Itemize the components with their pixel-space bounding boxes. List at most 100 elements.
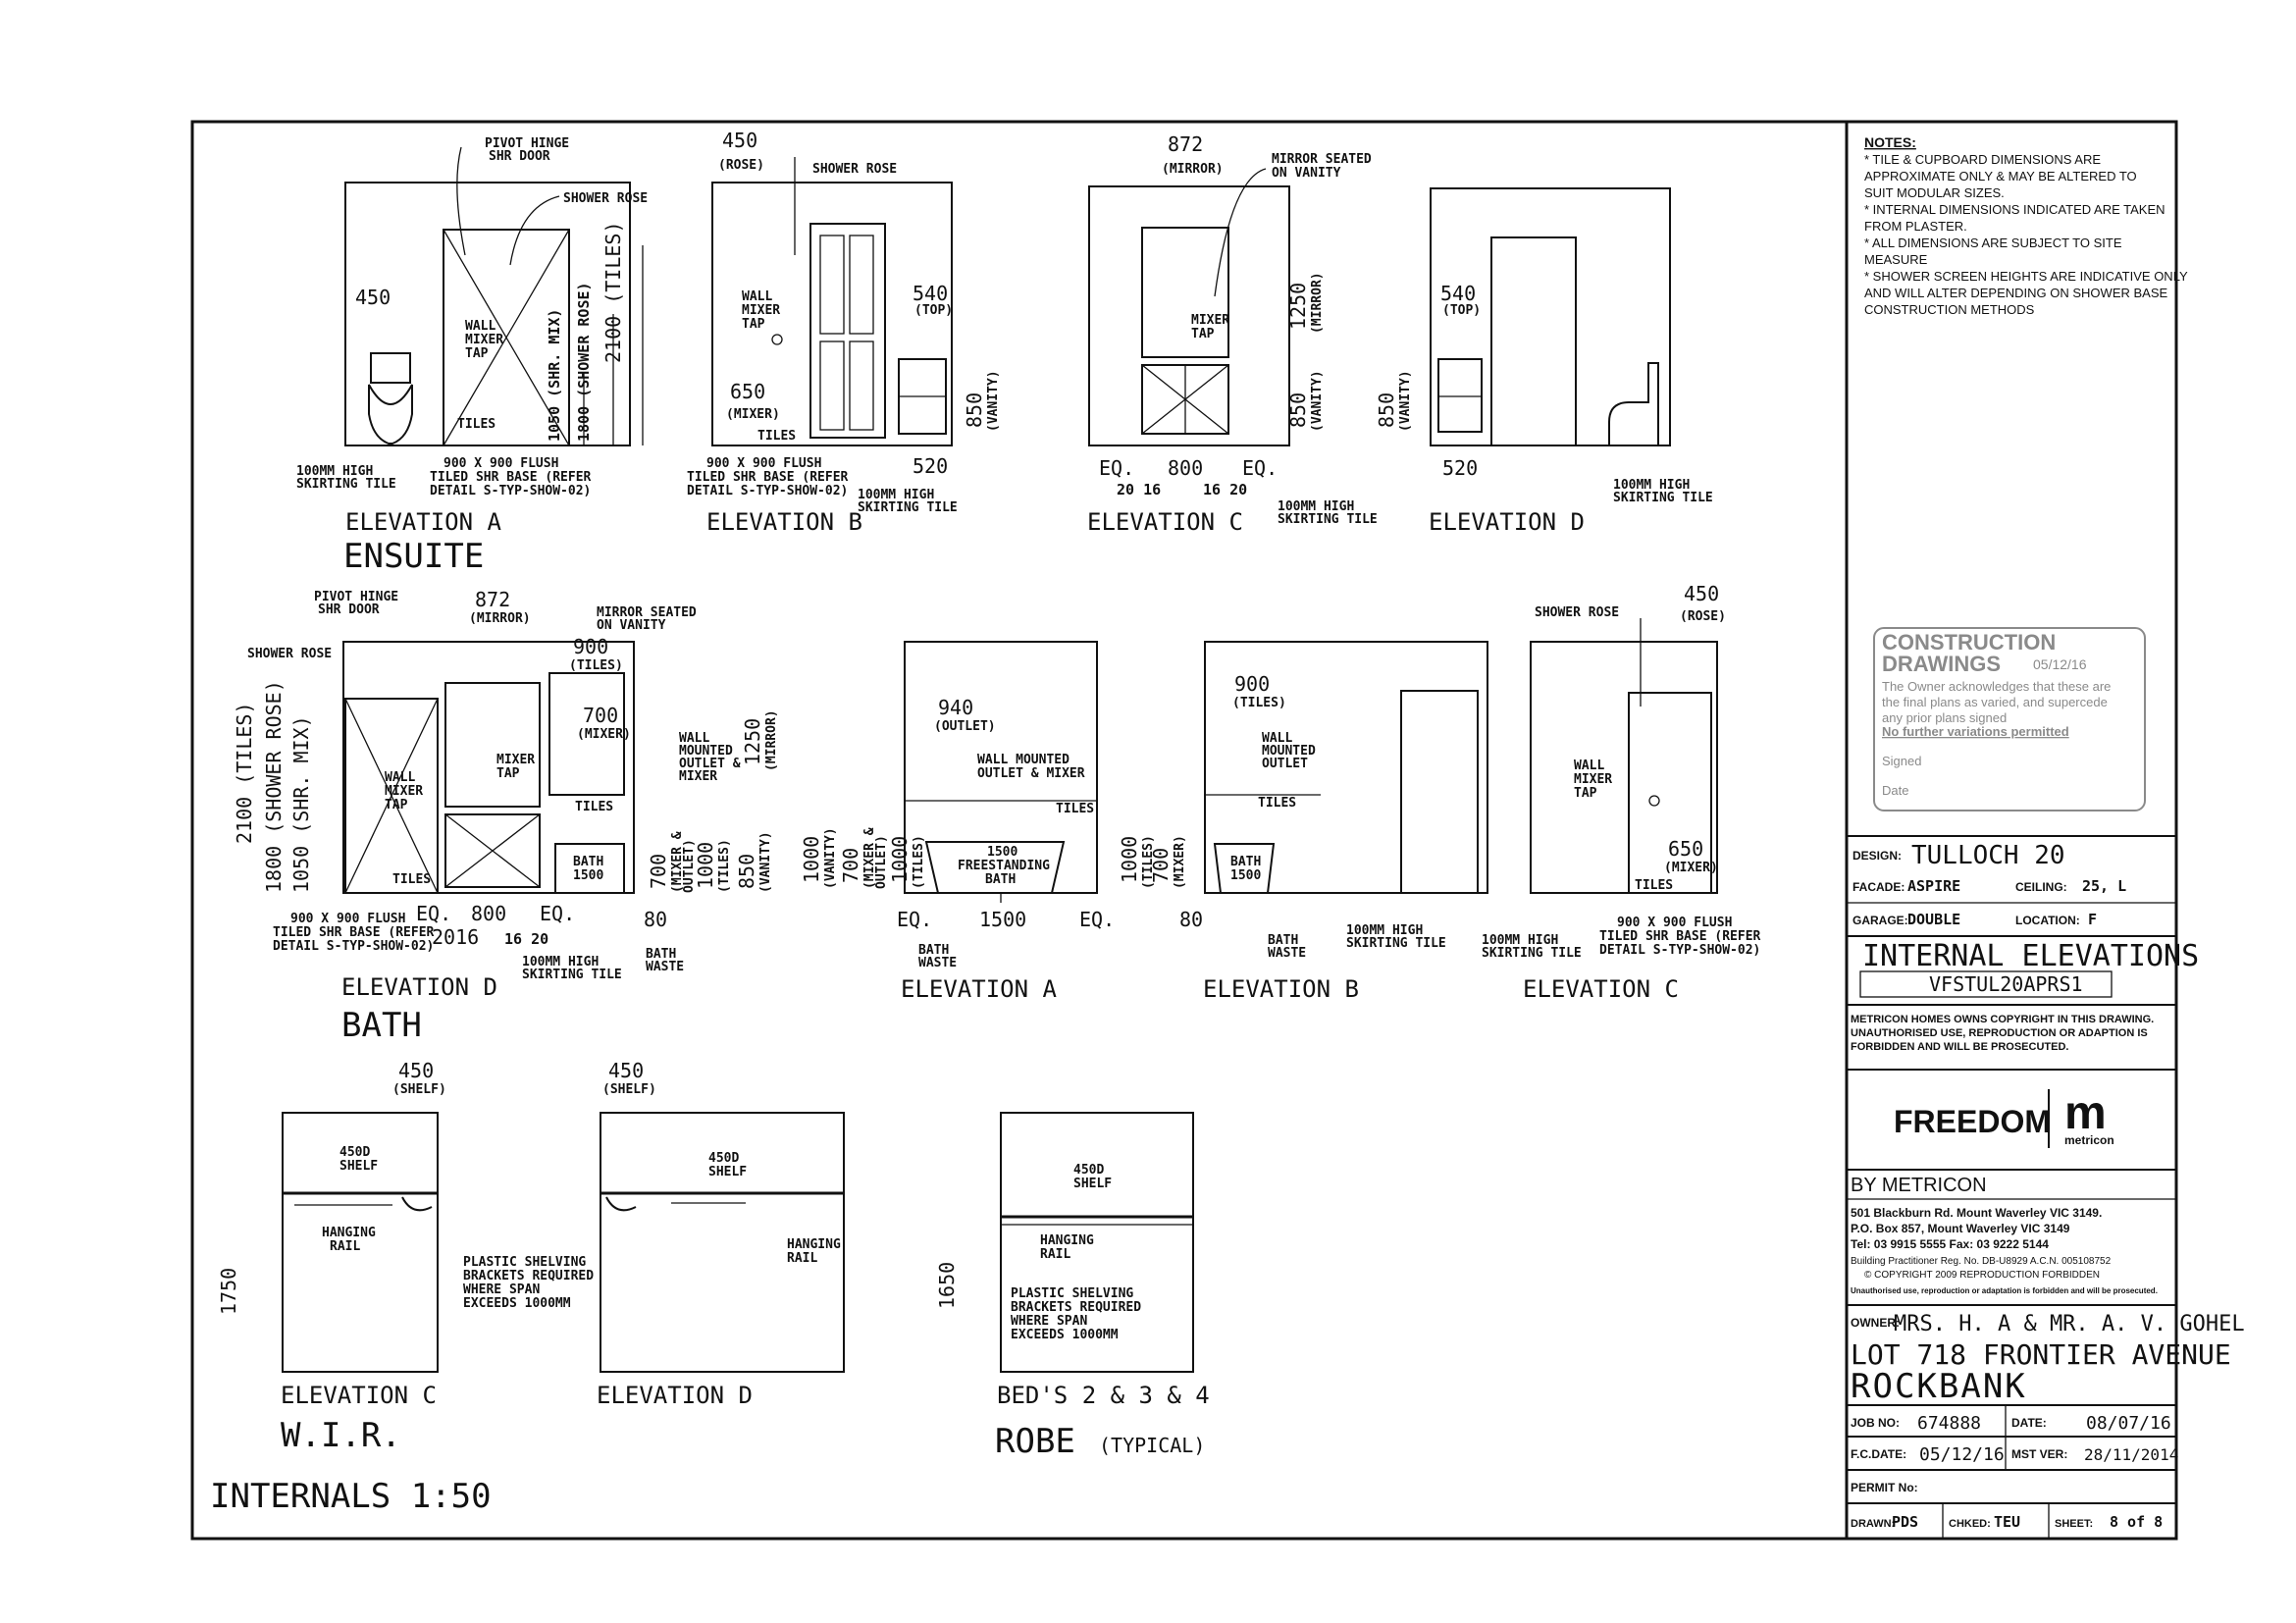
svg-text:(VANITY): (VANITY) [1398,370,1413,432]
svg-text:WHERE SPAN: WHERE SPAN [1011,1314,1087,1329]
svg-text:16 20: 16 20 [1203,481,1247,498]
svg-text:850: 850 [735,854,758,889]
svg-text:450: 450 [722,129,757,152]
ensuite-elevation-d: 540 (TOP) 850 (VANITY) 520 100MM HIGH SK… [1375,187,1713,536]
svg-text:TILES: TILES [1258,796,1296,811]
svg-text:(ROSE): (ROSE) [718,158,764,173]
svg-text:ON VANITY: ON VANITY [1272,166,1341,181]
svg-text:* TILE & CUPBOARD DIMENSIONS A: * TILE & CUPBOARD DIMENSIONS ARE [1864,152,2101,167]
svg-text:OUTLET: OUTLET [1262,757,1308,771]
svg-text:1000: 1000 [1118,836,1141,883]
svg-text:DETAIL S-TYP-SHOW-02): DETAIL S-TYP-SHOW-02) [430,484,591,498]
svg-text:MIXER: MIXER [1191,313,1229,328]
svg-text:850: 850 [1286,393,1310,428]
svg-text:SHR DOOR: SHR DOOR [318,602,380,617]
svg-text:(MIRROR): (MIRROR) [469,611,531,626]
svg-text:CONSTRUCTION METHODS: CONSTRUCTION METHODS [1864,302,2035,317]
svg-text:450: 450 [1684,582,1719,605]
svg-text:© COPYRIGHT 2009 REPRODUCTION: © COPYRIGHT 2009 REPRODUCTION FORBIDDEN [1864,1270,2100,1281]
svg-text:TAP: TAP [742,317,765,332]
svg-text:8 of 8: 8 of 8 [2110,1513,2163,1531]
svg-text:BRACKETS REQUIRED: BRACKETS REQUIRED [463,1269,594,1283]
suburb: ROCKBANK [1851,1367,2027,1406]
svg-text:100MM HIGH: 100MM HIGH [1278,499,1354,514]
svg-text:(MIXER): (MIXER) [1173,835,1187,889]
design-name: TULLOCH 20 [1911,841,2065,870]
svg-text:1500: 1500 [1230,868,1261,883]
owner-name: MRS. H. A & MR. A. V. GOHEL [1894,1312,2245,1336]
svg-text:80: 80 [1179,908,1203,931]
svg-text:700: 700 [1149,848,1173,883]
svg-text:METRICON HOMES OWNS COPYRIGHT: METRICON HOMES OWNS COPYRIGHT IN THIS DR… [1851,1014,2154,1025]
svg-text:450D: 450D [339,1145,370,1160]
svg-text:EQ.: EQ. [1242,456,1278,480]
svg-text:RAIL: RAIL [330,1239,360,1254]
svg-text:EQ.: EQ. [1079,908,1115,931]
ensuite-elev-a-label: ELEVATION A [345,508,501,536]
svg-text:674888: 674888 [1917,1413,1981,1434]
svg-text:TILES: TILES [757,429,796,444]
svg-text:BY METRICON: BY METRICON [1851,1175,1987,1196]
svg-text:WASTE: WASTE [1268,946,1306,961]
svg-text:TAP: TAP [1574,786,1597,801]
svg-text:RAIL: RAIL [787,1251,817,1266]
svg-text:ON VANITY: ON VANITY [597,618,666,633]
svg-text:MIRROR SEATED: MIRROR SEATED [1272,152,1372,167]
svg-text:850: 850 [963,393,986,428]
svg-text:100MM HIGH: 100MM HIGH [522,955,599,969]
svg-text:BATH: BATH [1268,933,1298,948]
svg-text:SKIRTING TILE: SKIRTING TILE [1613,491,1713,505]
svg-text:(MIXER &: (MIXER & [670,831,685,893]
svg-text:(TILES): (TILES) [569,658,623,673]
svg-text:Tel: 03 9915 5555 Fax: 03 9222: Tel: 03 9915 5555 Fax: 03 9222 5144 [1851,1237,2049,1251]
svg-text:FREEDOM: FREEDOM [1894,1104,2051,1139]
svg-text:2100 (TILES): 2100 (TILES) [601,222,625,364]
svg-text:TILES: TILES [457,417,496,432]
svg-text:(TILES): (TILES) [717,839,732,893]
svg-text:* SHOWER SCREEN HEIGHTS ARE IN: * SHOWER SCREEN HEIGHTS ARE INDICATIVE O… [1864,269,2188,284]
svg-text:1500: 1500 [987,845,1018,860]
svg-text:WHERE SPAN: WHERE SPAN [463,1283,540,1297]
svg-text:700: 700 [839,848,862,883]
svg-text:SHOWER ROSE: SHOWER ROSE [812,162,897,177]
svg-text:100MM HIGH: 100MM HIGH [296,464,373,479]
svg-text:100MM HIGH: 100MM HIGH [1482,933,1558,948]
svg-text:WALL: WALL [1262,731,1292,746]
bath-elev-c-label: ELEVATION C [1523,975,1679,1003]
svg-text:WALL: WALL [679,731,709,746]
svg-text:No further variations permitte: No further variations permitted [1882,724,2069,739]
notes-heading: NOTES: [1864,134,1916,150]
svg-text:WASTE: WASTE [646,960,684,974]
svg-text:1750: 1750 [217,1268,240,1315]
svg-text:OUTLET & MIXER: OUTLET & MIXER [977,766,1085,781]
svg-text:501 Blackburn Rd. Mount Waverl: 501 Blackburn Rd. Mount Waverley VIC 314… [1851,1206,2102,1220]
sheet-border [190,120,2178,1541]
svg-text:(MIXER): (MIXER) [1664,861,1718,875]
svg-text:MIXER: MIXER [385,784,423,799]
svg-text:(SHELF): (SHELF) [602,1082,656,1097]
svg-text:MEASURE: MEASURE [1864,252,1928,267]
svg-text:520: 520 [1442,456,1478,480]
svg-text:(MIXER): (MIXER) [577,727,631,742]
svg-text:450: 450 [608,1059,644,1082]
svg-text:Date: Date [1882,783,1908,798]
svg-text:P.O. Box 857, Mount Waverley V: P.O. Box 857, Mount Waverley VIC 3149 [1851,1222,2070,1235]
svg-text:SKIRTING TILE: SKIRTING TILE [1482,946,1582,961]
robe-title: ROBE [995,1422,1075,1461]
ensuite-elevation-b: 450 (ROSE) SHOWER ROSE WALL MIXER TAP 54… [687,129,1001,536]
svg-text:WALL: WALL [1574,759,1604,773]
svg-text:(TILES): (TILES) [912,835,926,889]
svg-text:OUTLET &: OUTLET & [679,757,741,771]
svg-text:m: m [2064,1087,2107,1139]
svg-text:BATH: BATH [1230,855,1261,869]
svg-text:AND WILL ALTER DEPENDING ON SH: AND WILL ALTER DEPENDING ON SHOWER BASE [1864,286,2167,300]
svg-text:SHEET:: SHEET: [2055,1518,2093,1530]
svg-text:900 X 900 FLUSH: 900 X 900 FLUSH [1617,916,1732,930]
svg-text:Unauthorised use, reproduction: Unauthorised use, reproduction or adapta… [1851,1286,2158,1295]
svg-text:SHELF: SHELF [708,1165,747,1179]
wir-elevation-d: 450 (SHELF) 450D SHELF HANGING RAIL ELEV… [597,1059,845,1409]
svg-text:SHOWER ROSE: SHOWER ROSE [1535,605,1619,620]
svg-text:1650: 1650 [935,1262,959,1309]
svg-text:(VANITY): (VANITY) [758,831,773,893]
svg-text:BATH: BATH [646,947,676,962]
